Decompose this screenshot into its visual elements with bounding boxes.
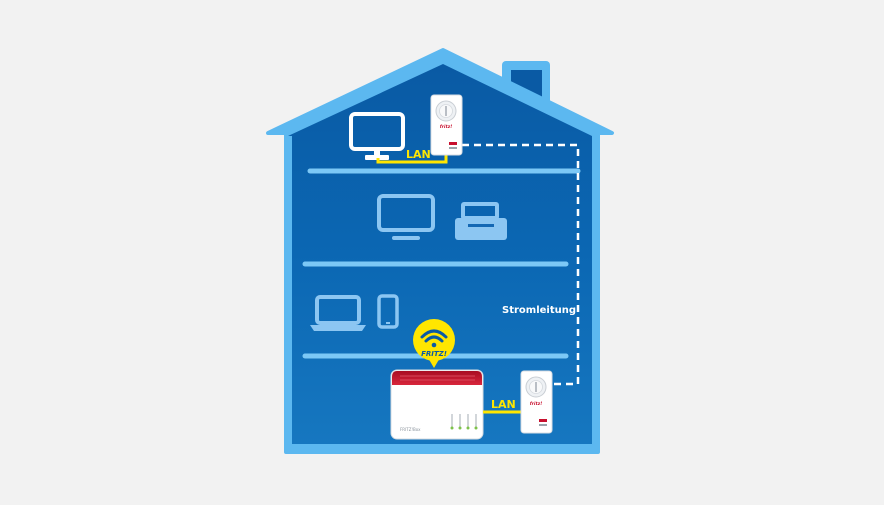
fritz-badge-label: FRITZ! bbox=[421, 350, 447, 358]
lan-cable-upper bbox=[376, 150, 448, 164]
adapter-brand-upper: fritz! bbox=[440, 124, 453, 130]
printer-icon bbox=[455, 202, 507, 240]
adapter-brand-lower: fritz! bbox=[530, 401, 543, 407]
fritzbox-router-icon: FRITZ!Box bbox=[390, 369, 484, 440]
wifi-badge-icon: FRITZ! bbox=[413, 319, 455, 368]
lan-label-upper: LAN bbox=[406, 148, 431, 161]
tv-icon bbox=[377, 194, 435, 240]
router-brand: FRITZ!Box bbox=[400, 427, 421, 432]
powerline-adapter-icon: fritz! bbox=[520, 370, 553, 434]
monitor-icon bbox=[349, 112, 405, 160]
laptop-icon bbox=[310, 295, 366, 331]
lan-label-lower: LAN bbox=[491, 398, 516, 411]
smartphone-icon bbox=[377, 294, 399, 329]
power-line-label: Stromleitung bbox=[502, 305, 576, 316]
powerline-adapter-icon: fritz! bbox=[430, 94, 463, 156]
